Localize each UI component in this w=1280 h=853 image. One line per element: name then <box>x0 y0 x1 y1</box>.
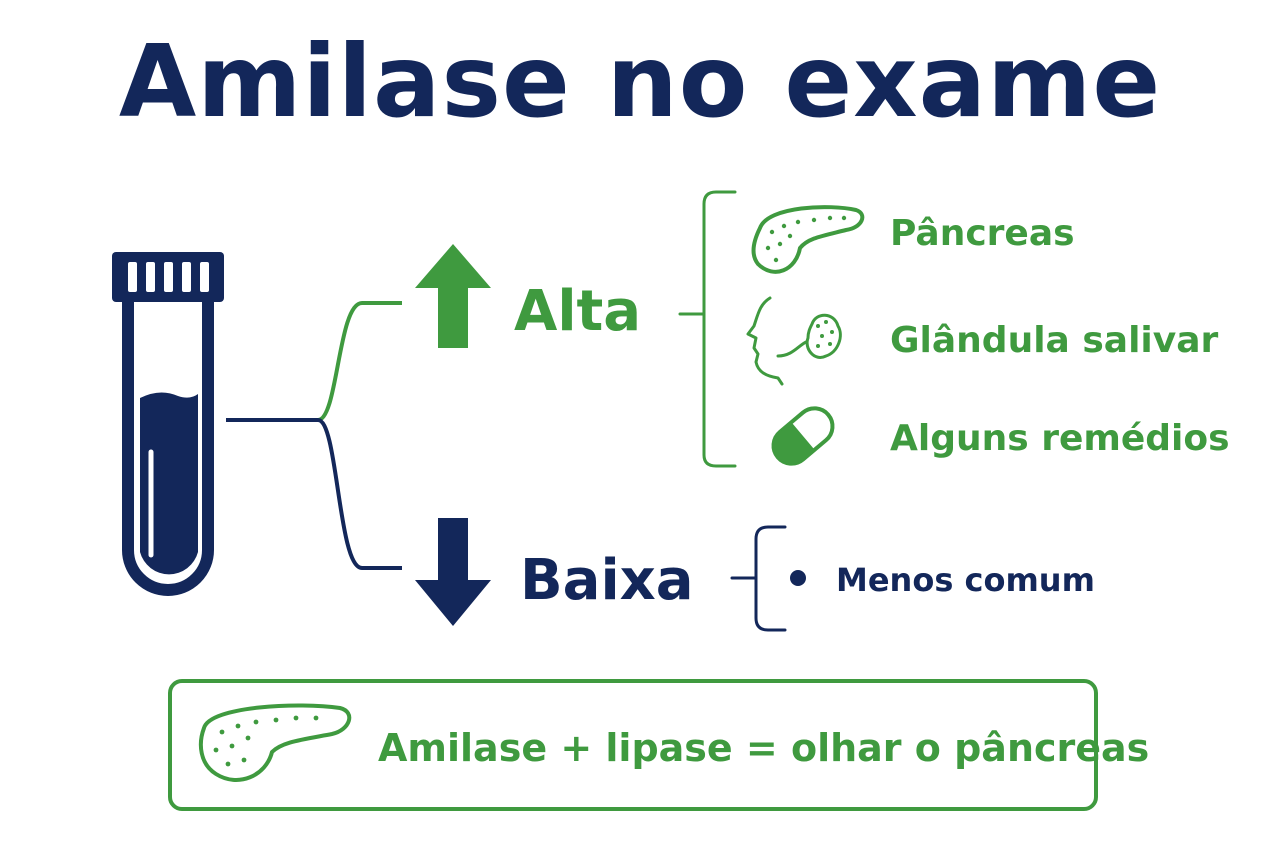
page-title: Amilase no exame <box>118 23 1162 140</box>
arrow-up-icon <box>415 244 491 348</box>
branch-connector <box>226 301 402 570</box>
causes-bracket <box>678 190 737 468</box>
footer-pancreas-icon <box>198 703 352 782</box>
low-note-label: Menos comum <box>836 561 1095 599</box>
test-tube-icon <box>112 252 224 596</box>
pancreas-icon <box>751 205 865 274</box>
cause-pancreas-label: Pâncreas <box>890 213 1075 254</box>
salivary-gland-dots <box>816 320 834 348</box>
high-label: Alta <box>514 279 642 344</box>
pill-icon <box>771 406 835 466</box>
cause-salivary-gland-label: Glândula salivar <box>890 320 1219 361</box>
footer-text: Amilase + lipase = olhar o pâncreas <box>378 726 1150 770</box>
low-bracket <box>730 525 787 632</box>
salivary-gland-icon <box>746 296 842 386</box>
low-label: Baixa <box>520 548 694 613</box>
footer-box <box>168 679 1098 811</box>
arrow-down-icon <box>415 518 491 626</box>
cause-medications-label: Alguns remédios <box>890 418 1230 459</box>
bullet-dot <box>790 570 806 586</box>
